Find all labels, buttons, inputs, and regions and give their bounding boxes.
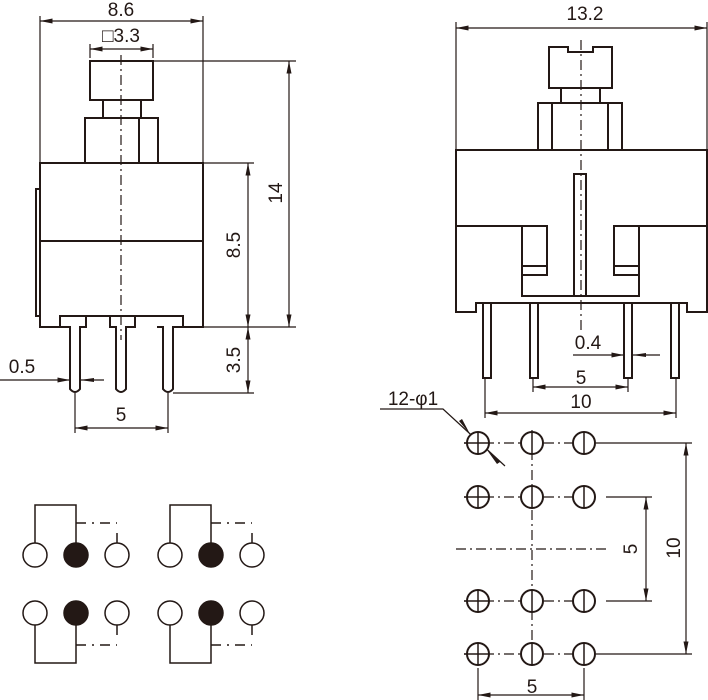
outer-rows-label: 10 (664, 537, 685, 558)
pin-width-label: 0.5 (9, 357, 35, 378)
pcb-hole (464, 485, 490, 509)
pcb-hole (464, 431, 490, 455)
common-terminal (63, 542, 89, 568)
width-label: 8.6 (108, 0, 134, 21)
footprint: 12-φ1 10 5 5 (380, 389, 692, 700)
terminal (22, 600, 48, 626)
pcb-hole (572, 431, 596, 455)
switch-pole (22, 600, 130, 664)
pcb-hole (464, 589, 490, 613)
cap-label: □3.3 (102, 26, 140, 47)
switch-pole (22, 504, 130, 568)
common-terminal (198, 600, 224, 626)
front-width-label: 13.2 (567, 4, 604, 25)
pcb-hole (464, 642, 490, 666)
front-view: 13.2 0.4 5 10 (455, 4, 708, 418)
terminal (157, 600, 183, 626)
pcb-hole (520, 589, 544, 613)
row-pitch-label: 5 (621, 544, 642, 555)
pin-pitch-label: 5 (116, 405, 127, 426)
hole-label: 12-φ1 (388, 389, 438, 410)
common-terminal (198, 542, 224, 568)
pin-thickness-label: 0.4 (575, 333, 602, 354)
pcb-hole (520, 431, 544, 455)
pin-length-label: 3.5 (224, 347, 245, 373)
pcb-hole (520, 485, 544, 509)
terminal (104, 600, 130, 626)
side-pins (60, 315, 184, 393)
common-terminal (63, 600, 89, 626)
outer-pitch-label: 10 (570, 392, 591, 413)
pcb-hole (572, 485, 596, 509)
side-view: 8.6 □3.3 14 8.5 3.5 0.5 5 (0, 0, 296, 433)
pcb-hole (520, 642, 544, 666)
inner-pitch-label: 5 (576, 368, 587, 389)
terminal (239, 542, 265, 568)
col-pitch-label: 5 (527, 677, 538, 698)
terminal (22, 542, 48, 568)
switch-pole (157, 600, 265, 664)
switch-pole (157, 504, 265, 568)
body-height-label: 8.5 (224, 232, 245, 258)
pcb-hole (572, 642, 596, 666)
terminal (157, 542, 183, 568)
pcb-hole (572, 589, 596, 613)
terminal (104, 542, 130, 568)
terminal (239, 600, 265, 626)
height-total-label: 14 (266, 182, 287, 204)
contact-schematic (22, 504, 265, 664)
